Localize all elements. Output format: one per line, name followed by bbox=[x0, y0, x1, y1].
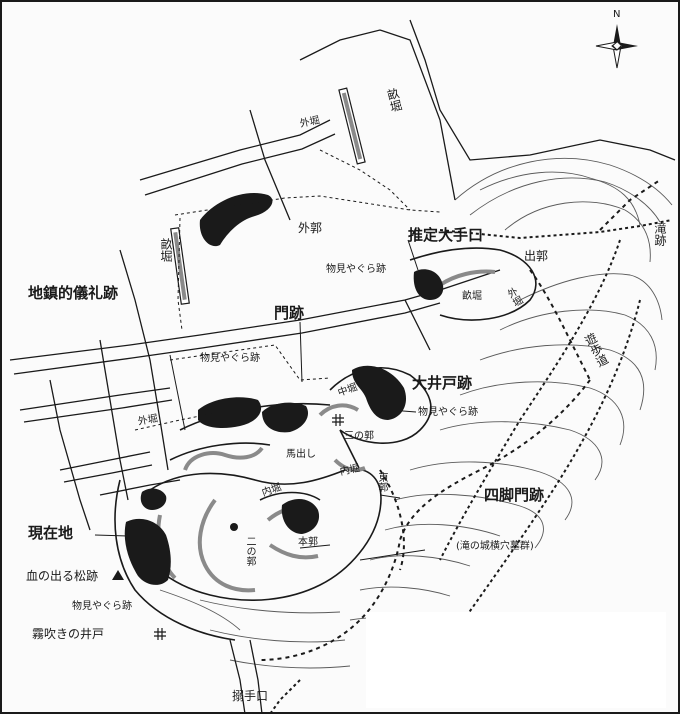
well-symbols bbox=[154, 414, 344, 640]
label-monato: 門跡 bbox=[274, 304, 305, 322]
label-jichin: 地鎮的儀礼跡 bbox=[28, 284, 119, 302]
label-ooido: 大井戸跡 bbox=[412, 374, 473, 392]
leader-lines bbox=[94, 239, 426, 561]
compass: N bbox=[594, 10, 640, 72]
earthworks bbox=[124, 192, 444, 585]
label-karamete: 搦手口 bbox=[232, 689, 269, 703]
outer-moat-lines bbox=[134, 149, 441, 431]
current-location-dot bbox=[230, 523, 238, 531]
label-ninokaku: 二の郭 bbox=[244, 536, 255, 566]
compass-rose-icon bbox=[595, 24, 638, 69]
compass-north-label: N bbox=[613, 9, 621, 20]
moats bbox=[156, 269, 496, 593]
label-yotsuashi: 四脚門跡 bbox=[484, 486, 545, 504]
label-unebori-3: 畝堀 bbox=[462, 291, 482, 302]
label-sannokaku: 三の郭 bbox=[344, 431, 374, 442]
label-higashiguruwa: 東郭 bbox=[376, 472, 387, 492]
label-kofun: (滝の城横穴墓群) bbox=[456, 541, 534, 552]
trail-lines bbox=[269, 219, 673, 714]
label-matsu: 血の出る松跡 bbox=[26, 569, 99, 583]
pine-marker bbox=[112, 570, 124, 580]
label-taki-ato: 滝跡 bbox=[653, 222, 667, 246]
unebori-strips bbox=[170, 87, 366, 305]
castle-outline bbox=[114, 247, 537, 641]
label-monomi-3: 物見やぐら跡 bbox=[418, 407, 478, 418]
label-umadashi: 馬出し bbox=[286, 449, 316, 460]
boundary-lines bbox=[259, 179, 661, 661]
contour-lines bbox=[159, 157, 673, 669]
label-monomi-1: 物見やぐら跡 bbox=[326, 264, 386, 275]
label-sotoguruwa: 外郭 bbox=[298, 221, 323, 235]
label-unebori-2: 畝堀 bbox=[159, 238, 173, 262]
label-honkaku: 本郭 bbox=[298, 537, 318, 548]
label-genzaichi: 現在地 bbox=[28, 524, 74, 542]
label-monomi-4: 物見やぐら跡 bbox=[72, 601, 132, 612]
label-kirifuki: 霧吹きの井戸 bbox=[32, 627, 105, 641]
roads bbox=[9, 19, 676, 714]
label-degaru: 出郭 bbox=[524, 249, 549, 263]
label-suitei-ote: 推定大手口 bbox=[408, 226, 484, 244]
blank-patch bbox=[366, 612, 666, 708]
label-monomi-2: 物見やぐら跡 bbox=[200, 353, 260, 364]
